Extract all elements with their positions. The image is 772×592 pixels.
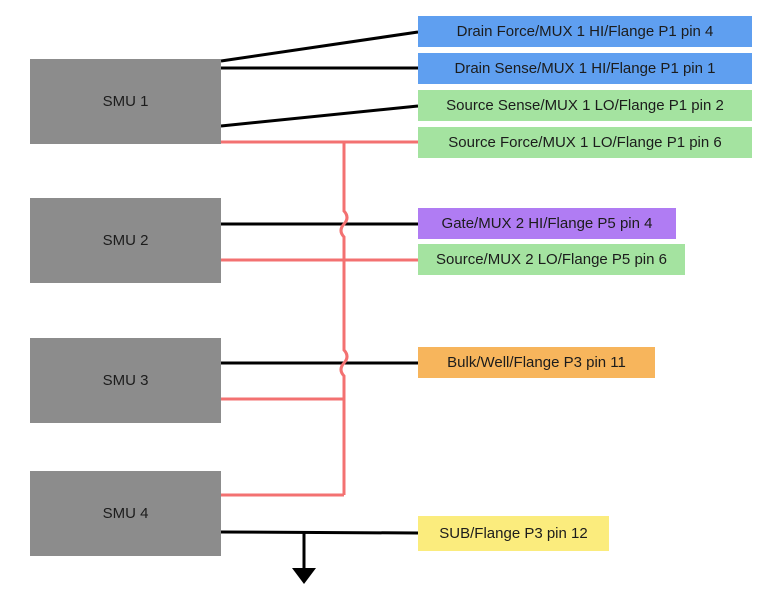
- wire-sub: [220, 530, 419, 535]
- label-sub: SUB/Flange P3 pin 12: [418, 516, 609, 551]
- smu-1-box: SMU 1: [30, 59, 221, 144]
- smu-4-box: SMU 4: [30, 471, 221, 556]
- label-source-force: Source Force/MUX 1 LO/Flange P1 pin 6: [418, 127, 752, 158]
- smu-2-box: SMU 2: [30, 198, 221, 283]
- label-source-sense: Source Sense/MUX 1 LO/Flange P1 pin 2: [418, 90, 752, 121]
- label-gate: Gate/MUX 2 HI/Flange P5 pin 4: [418, 208, 676, 239]
- label-drain-force: Drain Force/MUX 1 HI/Flange P1 pin 4: [418, 16, 752, 47]
- label-drain-sense: Drain Sense/MUX 1 HI/Flange P1 pin 1: [418, 53, 752, 84]
- wire-drain-force: [220, 30, 419, 63]
- label-smu2-source: Source/MUX 2 LO/Flange P5 pin 6: [418, 244, 685, 275]
- label-bulk-well: Bulk/Well/Flange P3 pin 11: [418, 347, 655, 378]
- smu-3-box: SMU 3: [30, 338, 221, 423]
- wire-low-bus: [339, 142, 349, 495]
- wire-source-sense: [220, 104, 419, 128]
- ground-arrow-icon: [292, 568, 316, 584]
